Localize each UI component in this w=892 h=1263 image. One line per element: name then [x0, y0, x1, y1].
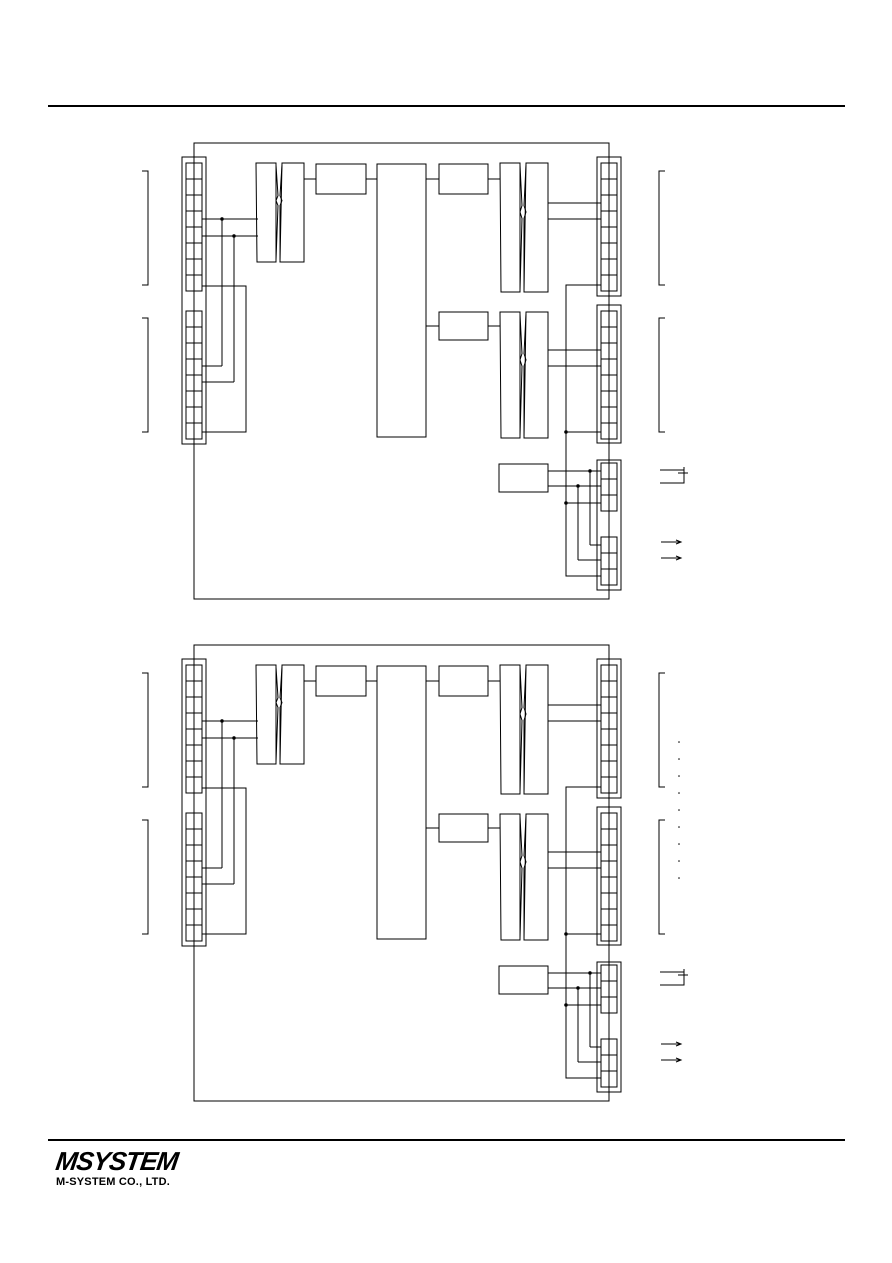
cpu-block — [376, 665, 427, 940]
terminal-right-4-cell — [600, 568, 618, 586]
isolation-block-right — [523, 162, 549, 293]
isolation-block-right — [523, 664, 549, 795]
power-supply-block — [498, 965, 549, 995]
company-logo: MSYSTEM M-SYSTEM CO., LTD. — [53, 1146, 180, 1188]
bracket-right-1 — [658, 672, 665, 788]
arrow-head — [675, 1057, 683, 1063]
dotted-leader — [678, 741, 680, 743]
power-supply-block — [498, 463, 549, 493]
block-diagram-lower — [142, 644, 688, 1102]
dotted-leader — [678, 860, 680, 862]
wire-loop — [202, 285, 247, 433]
common-wire — [565, 284, 610, 577]
converter-block — [315, 665, 367, 697]
dotted-leader — [678, 775, 680, 777]
isolation-zigzag — [519, 666, 523, 793]
isolation-block-left — [499, 813, 521, 941]
isolation-zigzag — [279, 666, 283, 762]
dotted-leader — [678, 877, 680, 879]
block-diagram-upper — [142, 142, 688, 600]
output-driver-2 — [438, 813, 489, 843]
isolation-block-left — [255, 664, 277, 765]
isolation-block-left — [255, 162, 277, 263]
terminal-block-left — [181, 156, 207, 445]
isolation-zigzag — [523, 313, 527, 436]
isolation-block-right — [523, 311, 549, 439]
isolation-block-right — [279, 664, 305, 765]
junction-dot — [564, 1003, 568, 1007]
wire-loop — [202, 787, 247, 935]
terminal-left-bottom-cell — [185, 422, 203, 440]
output-driver-2 — [438, 311, 489, 341]
dotted-leader — [678, 843, 680, 845]
dotted-leader — [678, 758, 680, 760]
isolation-zigzag — [519, 313, 523, 437]
terminal-left-bottom-cell — [185, 924, 203, 942]
isolation-zigzag — [523, 815, 527, 938]
common-wire — [565, 786, 610, 1079]
arrow-head — [675, 1041, 683, 1047]
bracket-right-2 — [658, 317, 665, 433]
module-frame — [193, 142, 610, 600]
power-symbol — [660, 969, 685, 986]
isolation-zigzag — [519, 164, 523, 291]
bracket-left-bottom — [142, 317, 149, 433]
isolation-zigzag — [279, 164, 283, 260]
terminal-right-2-cell — [600, 924, 618, 942]
dotted-leader — [678, 792, 680, 794]
isolation-zigzag — [523, 164, 527, 290]
arrow-head — [675, 539, 683, 545]
terminal-right-2-cell — [600, 422, 618, 440]
junction-dot — [564, 430, 568, 434]
junction-dot — [564, 932, 568, 936]
terminal-left-top-cell — [185, 274, 203, 292]
dotted-leader — [678, 826, 680, 828]
junction-dot — [564, 501, 568, 505]
isolation-zigzag — [519, 815, 523, 939]
bracket-right-2 — [658, 819, 665, 935]
logo-wordmark: MSYSTEM — [53, 1146, 180, 1176]
bracket-left-top — [142, 170, 149, 286]
bracket-right-1 — [658, 170, 665, 286]
company-name: M-SYSTEM CO., LTD. — [56, 1176, 171, 1188]
bracket-left-top — [142, 672, 149, 788]
output-driver-1 — [438, 163, 489, 195]
terminal-right-4-cell — [600, 1070, 618, 1088]
isolation-block-left — [499, 664, 521, 795]
isolation-zigzag — [275, 164, 279, 261]
dotted-leader — [678, 809, 680, 811]
converter-block — [315, 163, 367, 195]
isolation-zigzag — [275, 666, 279, 763]
bracket-left-bottom — [142, 819, 149, 935]
isolation-block-right — [523, 813, 549, 941]
power-symbol — [660, 467, 685, 484]
terminal-block-left — [181, 658, 207, 947]
isolation-block-left — [499, 162, 521, 293]
isolation-block-right — [279, 162, 305, 263]
module-frame — [193, 644, 610, 1102]
cpu-block — [376, 163, 427, 438]
arrow-head — [675, 555, 683, 561]
isolation-block-left — [499, 311, 521, 439]
terminal-left-top-cell — [185, 776, 203, 794]
isolation-zigzag — [523, 666, 527, 792]
output-driver-1 — [438, 665, 489, 697]
